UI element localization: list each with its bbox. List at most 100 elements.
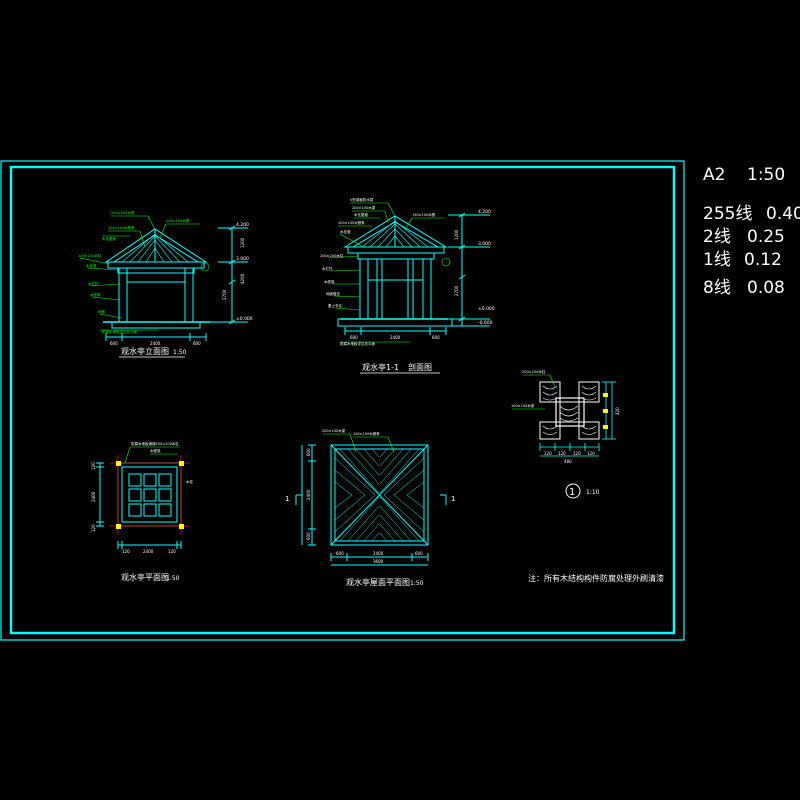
svg-text:木挂落: 木挂落 (86, 263, 97, 268)
front-dim-3: 4200 (240, 273, 245, 284)
floor-plan (96, 462, 182, 549)
section-mark-top: 4.200 (478, 209, 491, 215)
front-dim-2: 2700 (222, 289, 227, 300)
roof-bottom-dim-3: 600 (415, 551, 423, 556)
detail-number: 1 (569, 487, 575, 498)
section-title-suffix: 剖面图 (408, 362, 432, 372)
plan-bottom-dim-3: 120 (168, 549, 176, 554)
svg-text:V形钢板防水层: V形钢板防水层 (350, 197, 374, 202)
plan-bottom-dim-1: 120 (122, 549, 130, 554)
svg-text:防腐木地板满铺200×200木柱: 防腐木地板满铺200×200木柱 (131, 441, 179, 446)
roof-plan (295, 444, 447, 566)
line-weight-row: 2线 0.25 (703, 222, 785, 247)
line-weight-value: 0.12 (744, 250, 782, 270)
section-mark-mid: 3.000 (478, 241, 491, 247)
roof-side-dim-2: 2400 (306, 489, 311, 500)
detail-side-dim: 420 (615, 407, 620, 415)
plan-bottom-dim-2: 2400 (143, 549, 154, 554)
svg-text:200×100木梁: 200×100木梁 (111, 210, 135, 215)
section-mark-ground: ±0.000 (478, 306, 495, 312)
detail-dim-3: 120 (573, 451, 581, 456)
plan-side-dim-1: 120 (91, 462, 96, 470)
detail-dim-4: 120 (587, 451, 595, 456)
roof-bottom-dim-1: 600 (336, 551, 344, 556)
svg-text:木栏杆: 木栏杆 (322, 266, 333, 271)
front-dim-1: 1200 (240, 237, 245, 248)
floor-plan-title: 观水亭平面图 (121, 572, 169, 582)
section-view (337, 212, 490, 335)
line-weight-value: 0.25 (747, 227, 785, 247)
outer-frame (0, 160, 685, 641)
plan-side-dim-3: 120 (91, 524, 96, 532)
roof-side-dim-3: 600 (306, 532, 311, 540)
svg-text:木座凳: 木座凳 (150, 448, 161, 453)
section-title: 观水亭1-1 (362, 362, 399, 372)
roof-side-dim-1: 600 (306, 448, 311, 456)
svg-text:200×100木梁: 200×100木梁 (322, 428, 346, 433)
roof-plan-title: 观水亭屋面平面图 (346, 577, 410, 587)
front-bottom-dim-1: 600 (110, 341, 118, 346)
detail-callout-circle (565, 483, 581, 499)
roof-plan-scale: 1:50 (410, 580, 424, 587)
sheet-size: A2 (703, 165, 726, 185)
svg-text:100×100木梁: 100×100木梁 (511, 403, 535, 408)
svg-text:木座凳: 木座凳 (324, 279, 335, 284)
front-mark-top: 4.200 (236, 222, 249, 228)
svg-text:防腐木地板详见总平面: 防腐木地板详见总平面 (340, 341, 375, 346)
svg-text:地面: 地面 (98, 309, 105, 314)
line-weight-name: 1线 (703, 250, 731, 270)
line-weight-row: 1线 0.12 (703, 245, 782, 270)
sheet-scale: 1:50 (747, 165, 786, 185)
inner-frame (9, 165, 676, 635)
section-cut-left: 1 (285, 495, 289, 503)
section-dim-2: 2700 (454, 285, 459, 296)
line-weight-row: 255线 0.40 (703, 199, 800, 224)
front-bottom-dim-2: 2400 (150, 341, 161, 346)
svg-text:200×100木檩: 200×100木檩 (166, 218, 190, 223)
front-bottom-dim-3: 600 (193, 341, 201, 346)
detail-dim-2: 120 (558, 451, 566, 456)
svg-text:150×100木檩: 150×100木檩 (412, 212, 436, 217)
svg-text:200×100木梁: 200×100木梁 (352, 205, 376, 210)
svg-text:200×200木柱: 200×200木柱 (78, 253, 102, 258)
detail-dim-1: 120 (544, 451, 552, 456)
plan-side-dim-2: 2400 (91, 491, 96, 502)
front-elevation-scale: 1:50 (173, 349, 187, 356)
svg-text:地面做法: 地面做法 (326, 291, 340, 296)
section-cut-right: 1 (451, 495, 455, 503)
detail-total-dim: 480 (564, 459, 572, 464)
line-weight-name: 255线 (703, 204, 753, 224)
line-weight-name: 2线 (703, 227, 731, 247)
floor-plan-scale: 1:50 (166, 575, 180, 582)
section-bottom-dim-3: 600 (432, 335, 440, 340)
svg-text:防腐木地板详见总平面: 防腐木地板详见总平面 (102, 329, 137, 334)
roof-total-dim: 3600 (373, 559, 384, 564)
roof-bottom-dim-2: 2400 (373, 551, 384, 556)
svg-text:木挂落: 木挂落 (340, 229, 351, 234)
line-weight-name: 8线 (703, 278, 731, 298)
front-mark-mid: 3.000 (236, 256, 249, 262)
line-weight-value: 0.40 (766, 204, 800, 224)
front-elevation (103, 225, 248, 341)
detail-scale: 1:10 (586, 489, 600, 496)
svg-text:木柱: 木柱 (186, 479, 193, 484)
general-note: 注：所有木结构构件防腐处理外刷清漆 (528, 573, 664, 583)
svg-text:木栏杆: 木栏杆 (88, 281, 99, 286)
line-weight-row: 8线 0.08 (703, 273, 785, 298)
svg-text:100×100木檩条: 100×100木檩条 (353, 431, 380, 436)
front-mark-ground: ±0.000 (236, 316, 253, 322)
section-bottom-dim-1: 600 (350, 335, 358, 340)
section-dim-1: 1200 (454, 229, 459, 240)
svg-text:100×100木檩条: 100×100木檩条 (338, 220, 365, 225)
front-elevation-title: 观水亭立面图 (121, 346, 169, 356)
line-weight-value: 0.08 (747, 278, 785, 298)
svg-text:木座凳: 木座凳 (90, 292, 101, 297)
svg-text:100×100木檩条: 100×100木檩条 (108, 225, 135, 230)
section-mark-base: -0.600 (478, 320, 493, 326)
section-bottom-dim-2: 2400 (390, 335, 401, 340)
joint-detail (539, 381, 600, 440)
svg-text:200×200木柱: 200×200木柱 (320, 253, 344, 258)
svg-text:木瓦屋面: 木瓦屋面 (354, 212, 368, 217)
svg-text:素土夯实: 素土夯实 (328, 303, 342, 308)
